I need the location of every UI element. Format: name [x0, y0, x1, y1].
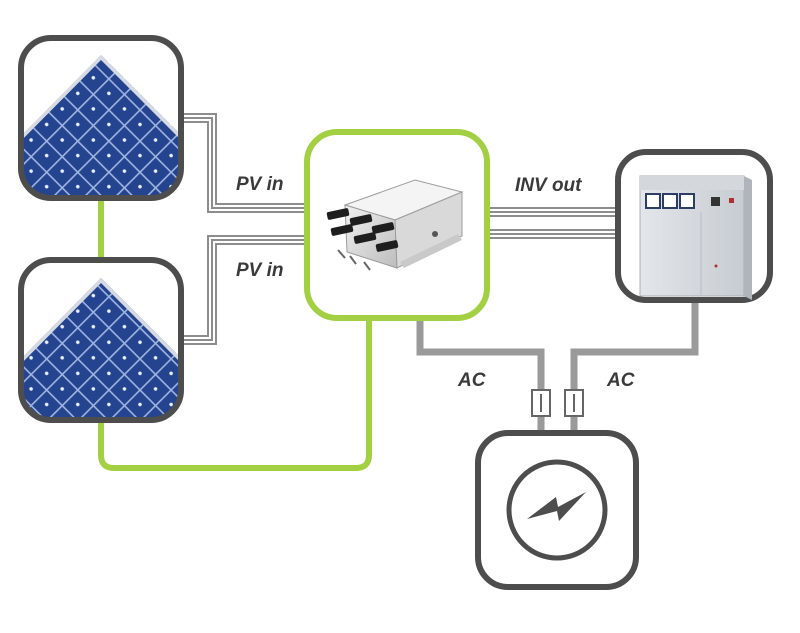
inv-out-wire [487, 207, 618, 239]
grid-meter-node [475, 430, 639, 590]
ac-fuse-left [531, 389, 551, 417]
pv-in-wire-top [181, 113, 312, 213]
combiner-box-node [304, 129, 490, 321]
ac-label-right: AC [606, 370, 635, 391]
solar-panel-icon [21, 278, 181, 420]
ac-fuse-right [564, 389, 584, 417]
solar-panel-top [18, 35, 184, 201]
solar-panel-bottom [18, 257, 184, 423]
ac-wire-right [570, 300, 699, 433]
panel-to-box-green-link [98, 318, 372, 471]
pv-in-label-top: PV in [236, 174, 284, 195]
ac-label-left: AC [457, 370, 486, 391]
solar-panel-icon [21, 55, 181, 198]
inverter-cabinet-icon [639, 175, 752, 300]
inverter-cabinet-node [615, 149, 773, 303]
combiner-box-icon [326, 179, 464, 271]
pv-in-wire-bottom [181, 235, 312, 345]
pv-in-label-bottom: PV in [236, 260, 284, 281]
lightning-bolt-icon [527, 492, 586, 521]
inv-out-label: INV out [515, 175, 582, 196]
